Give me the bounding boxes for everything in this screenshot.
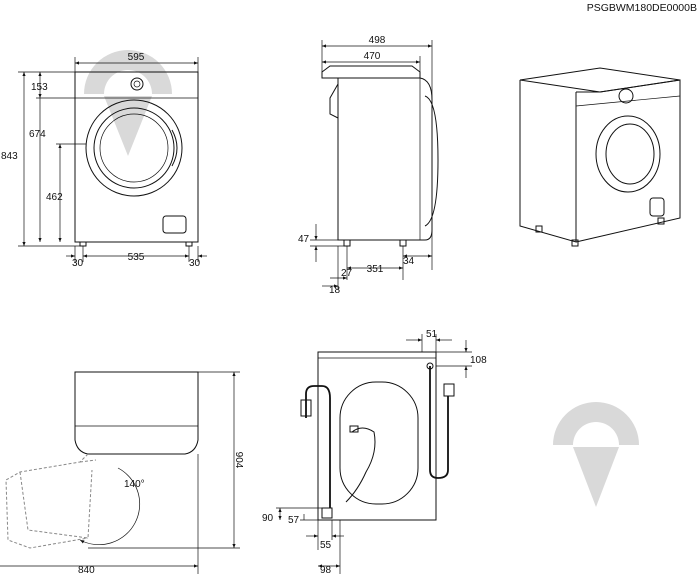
isometric-view [519,67,681,247]
dim-total-height: 843 [1,151,18,162]
dim-outlet-width: 55 [320,540,332,551]
drain-hose [305,385,331,508]
dim-inlet-height: 108 [470,355,487,366]
dim-width-open: 840 [78,565,95,576]
dim-depth-total: 498 [369,35,386,46]
service-flap [162,215,187,234]
electrolux-logo-watermark [84,50,172,156]
electrolux-logo-watermark-2 [553,402,639,507]
dim-inlet-offset: 51 [426,329,438,340]
iso-knob-icon [618,88,634,104]
door-opening-view: 140° 904 840 [0,371,244,576]
program-knob-icon [130,77,144,91]
dim-outlet-offset: 98 [320,565,332,576]
product-code: PSGBWM180DE0000B [587,2,697,14]
dim-door-center: 462 [46,192,63,203]
dim-foot-height: 47 [298,234,310,245]
dim-foot-inset-front: 27 [341,268,353,279]
dim-side-foot-spacing: 351 [367,264,384,275]
dim-front-offset: 18 [329,285,341,296]
dim-top-panel: 153 [31,82,48,93]
dim-depth-body: 470 [364,51,381,62]
dim-drain-height: 90 [262,513,274,524]
inlet-hose [429,366,449,479]
dim-door-height: 674 [29,129,46,140]
dim-height-open: 904 [233,452,244,469]
dim-foot-offset-left: 30 [72,258,84,269]
front-view: 595 843 153 674 462 535 30 30 [1,50,207,269]
side-view: 498 470 47 351 34 27 18 [298,35,439,296]
dim-foot-offset-rear: 34 [403,256,415,267]
rear-view: 51 108 90 57 55 98 [262,329,639,576]
dim-drain-offset: 57 [288,515,300,526]
rear-panel [339,381,419,505]
dim-foot-spacing: 535 [128,252,145,263]
door-ring [85,99,183,197]
door-angle: 140° [124,479,145,490]
dim-foot-offset-right: 30 [189,258,201,269]
dim-width: 595 [128,52,145,63]
iso-door [595,115,661,193]
